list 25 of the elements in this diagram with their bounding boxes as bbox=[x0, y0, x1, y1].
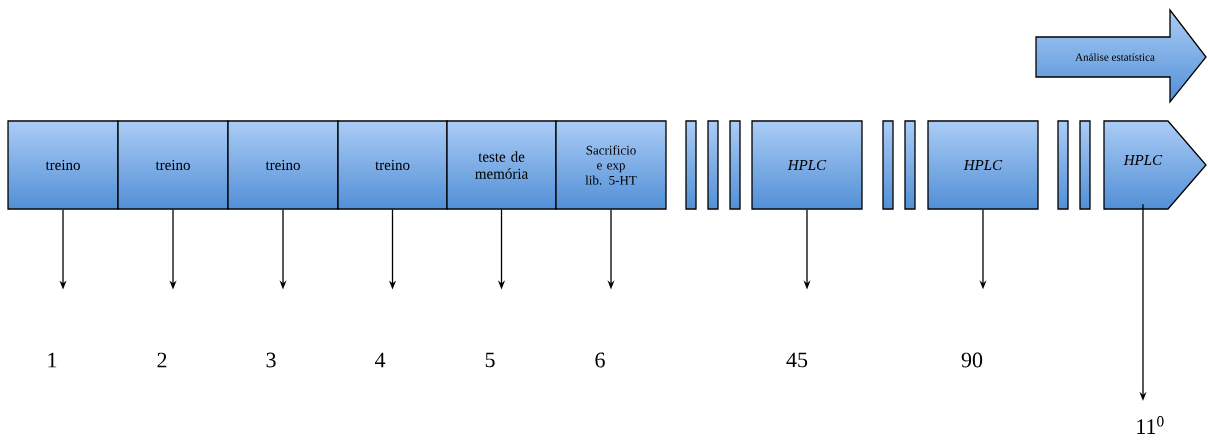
day-number: 2 bbox=[157, 352, 167, 368]
day-number: 11$^{0}$ bbox=[1137, 416, 1164, 434]
pentagon-arrow-box: HPLC bbox=[1103, 120, 1207, 210]
process-box: treino bbox=[337, 120, 448, 210]
day-number: 6 bbox=[595, 352, 605, 368]
process-box: treino bbox=[7, 120, 119, 210]
bar-shape bbox=[1079, 120, 1091, 210]
bar-shape bbox=[685, 120, 697, 210]
day-number: 1 bbox=[48, 352, 57, 368]
bar-shape bbox=[904, 120, 916, 210]
bar-shape bbox=[1057, 120, 1069, 210]
process-box: teste de memória bbox=[446, 120, 557, 210]
day-number: 5 bbox=[485, 352, 495, 368]
process-box: treino bbox=[227, 120, 339, 210]
bar-shape bbox=[707, 120, 719, 210]
day-number: 45 bbox=[786, 352, 808, 368]
process-box: Sacrificio e exp lib. 5-HT bbox=[555, 120, 667, 210]
process-box: HPLC bbox=[927, 120, 1039, 210]
day-number: 4 bbox=[374, 352, 386, 368]
day-number: 3 bbox=[266, 352, 276, 368]
process-box: treino bbox=[117, 120, 229, 210]
process-box: HPLC bbox=[751, 120, 863, 210]
bar-shape bbox=[729, 120, 741, 210]
bar-shape bbox=[882, 120, 894, 210]
day-number: 90 bbox=[961, 352, 983, 368]
